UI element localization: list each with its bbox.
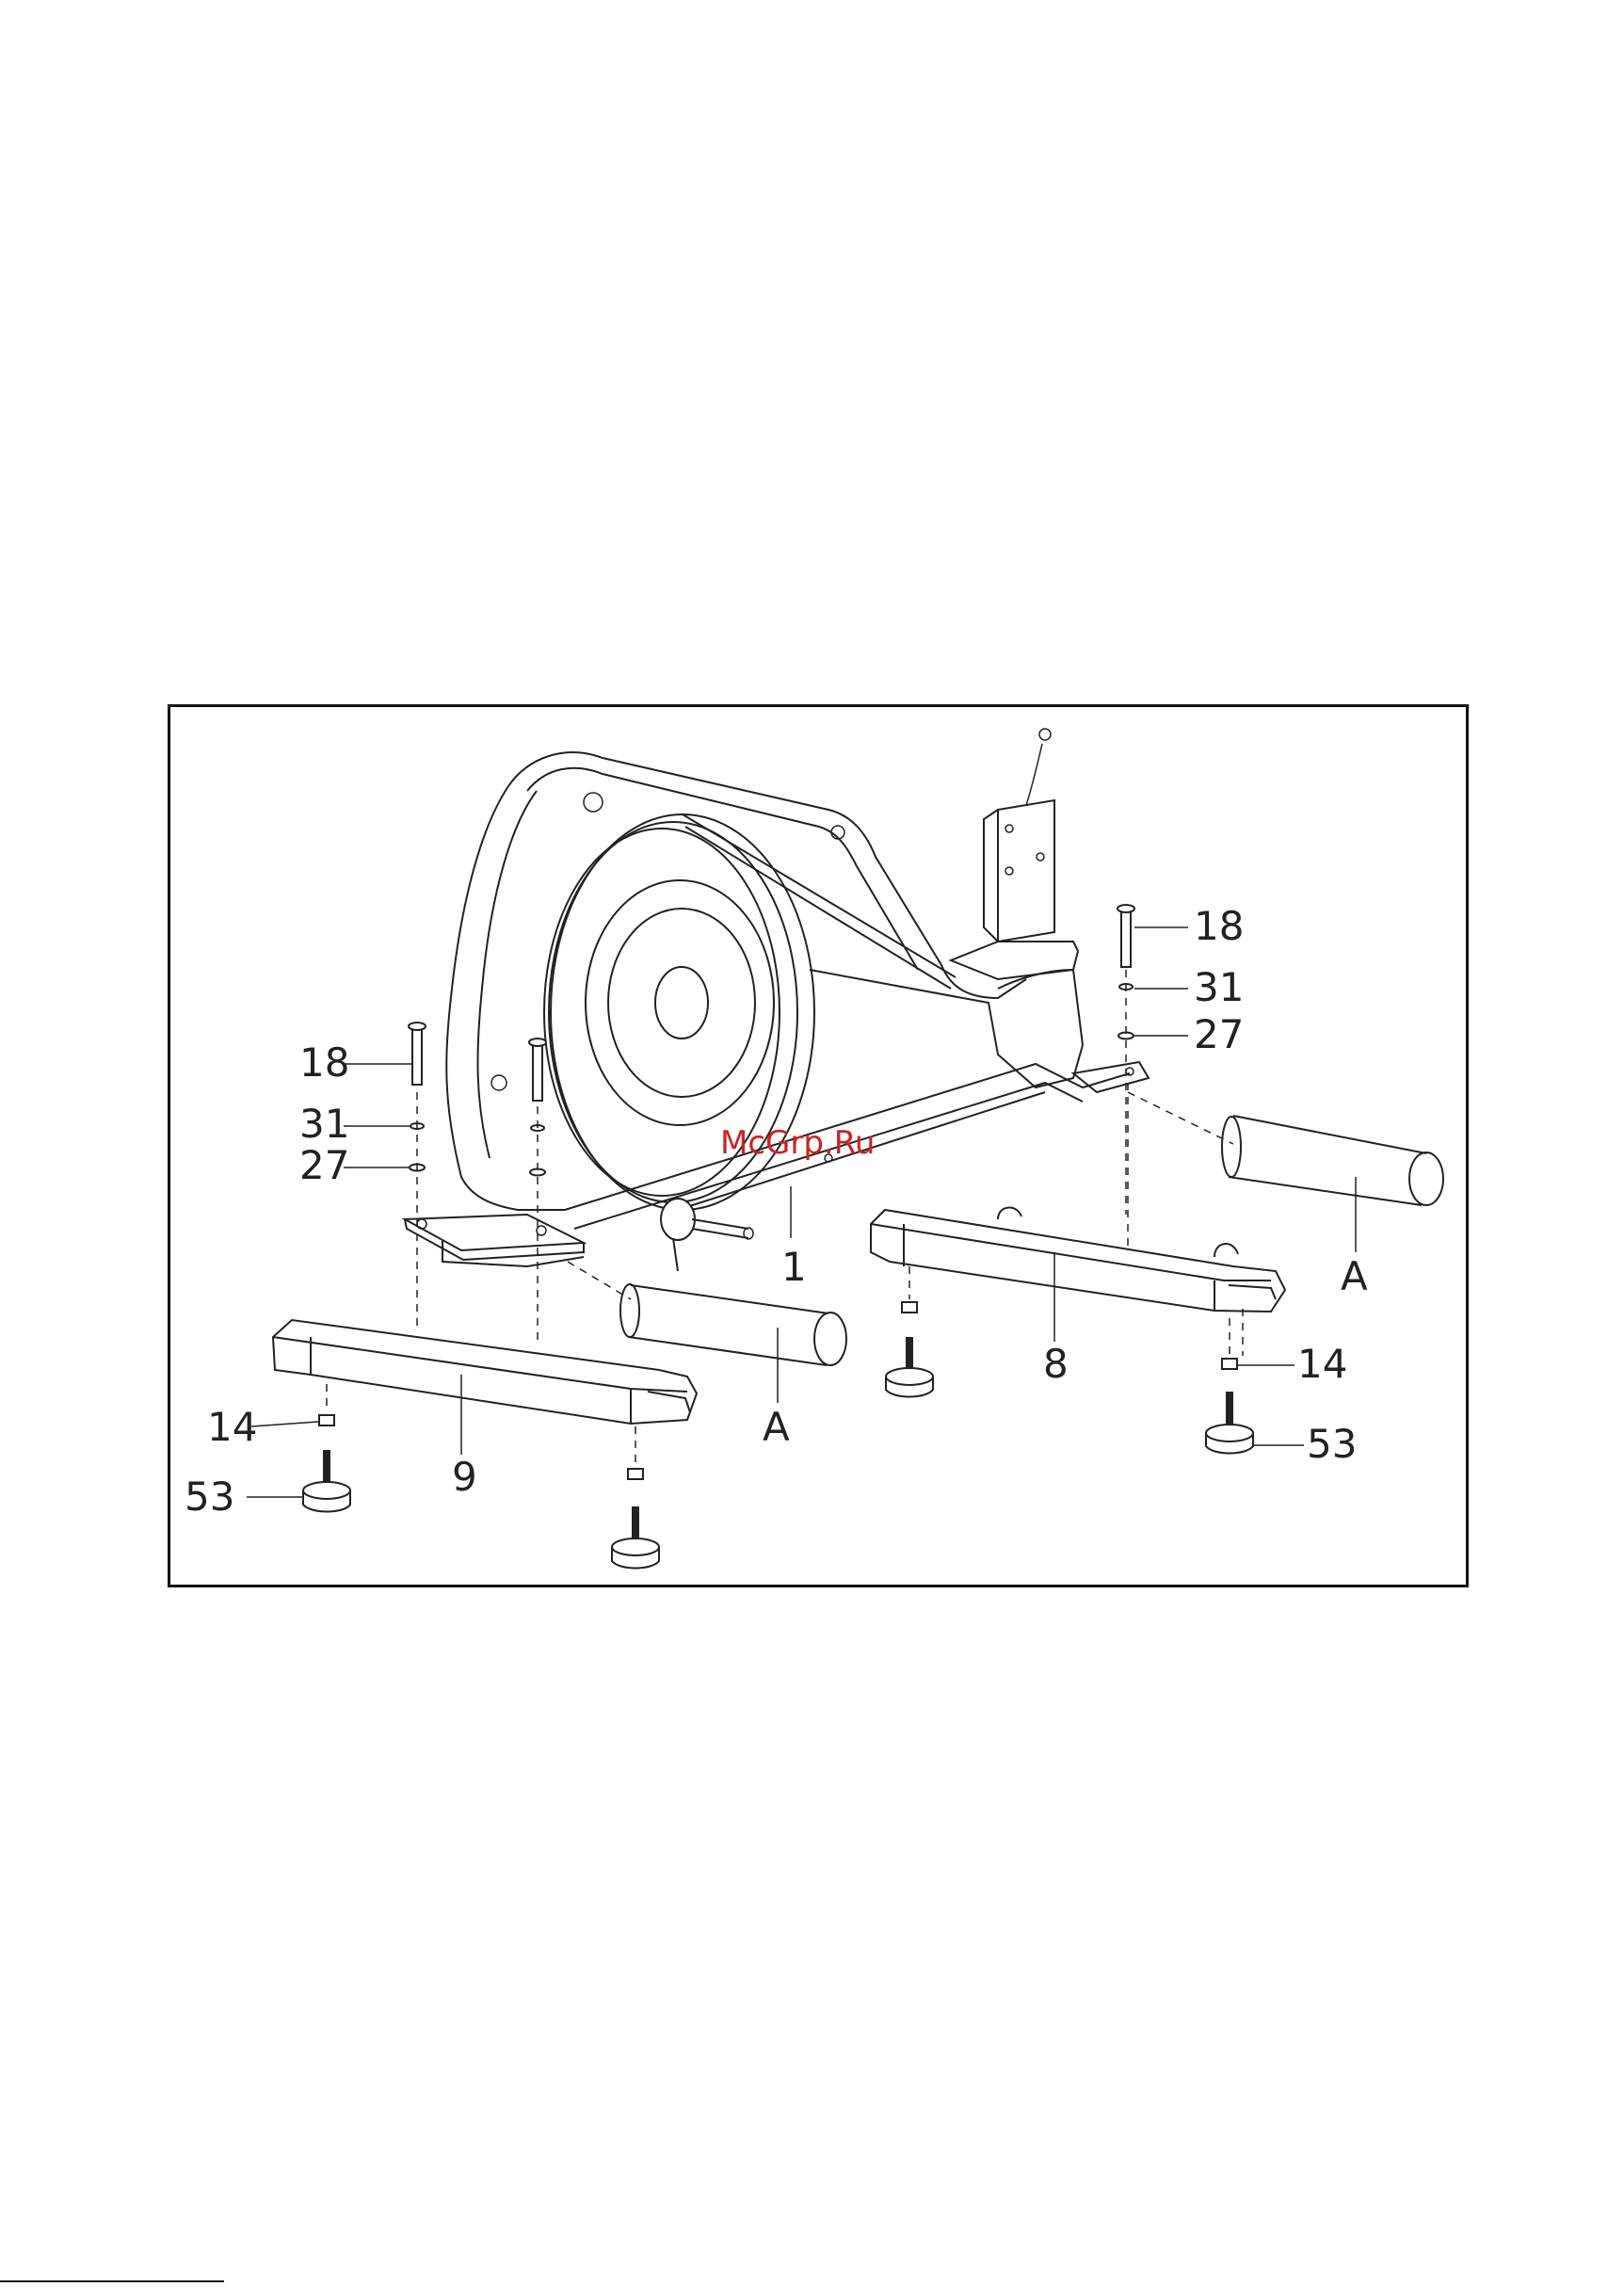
callout-31-right: 31: [1194, 964, 1244, 1010]
callout-53-right: 53: [1307, 1421, 1357, 1467]
main-frame: [405, 729, 1149, 1271]
callout-9: 9: [452, 1454, 477, 1500]
hardware-right: [1118, 905, 1134, 1215]
front-stabilizer: [871, 1208, 1285, 1312]
callout-14-right: 14: [1297, 1341, 1347, 1387]
callout-a-right: A: [1341, 1253, 1368, 1299]
tube-left: [620, 1284, 846, 1365]
callout-14-left: 14: [207, 1404, 257, 1450]
callout-18-left: 18: [299, 1039, 349, 1086]
footer-rule: [0, 2280, 224, 2282]
callout-a-left: A: [763, 1404, 790, 1450]
callout-18-right: 18: [1194, 903, 1244, 949]
leader-lines: [247, 927, 1356, 1497]
callout-27-left: 27: [299, 1142, 349, 1188]
callout-53-left: 53: [185, 1474, 234, 1520]
callout-27-right: 27: [1194, 1011, 1244, 1057]
tube-right: [1222, 565, 1443, 1205]
callout-31-left: 31: [299, 1101, 349, 1147]
callout-1: 1: [781, 1244, 807, 1290]
watermark: McGrp.Ru: [720, 1124, 875, 1162]
callout-8: 8: [1043, 1341, 1069, 1387]
